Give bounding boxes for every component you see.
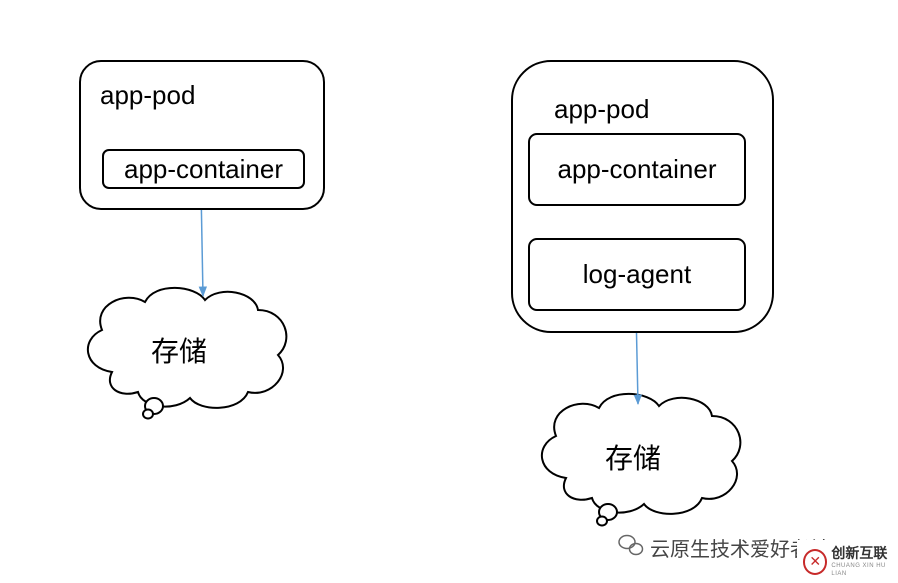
logo-mark-icon: ✕	[803, 548, 828, 575]
right-app-container: app-container	[528, 133, 746, 206]
left-container-label: app-container	[124, 153, 283, 184]
right-storage-label: 存储	[605, 442, 662, 475]
thought-bubble-left-small	[142, 408, 154, 420]
right-container-label: app-container	[557, 154, 717, 184]
thought-bubble-right-small	[596, 515, 608, 527]
log-agent-box: log-agent	[528, 238, 746, 311]
logo-english-text: CHUANG XIN HU LIAN	[831, 562, 886, 577]
left-pod-label: app-pod	[100, 80, 196, 110]
right-pod-label: app-pod	[554, 94, 650, 124]
log-agent-label: log-agent	[582, 259, 692, 289]
left-storage-label: 存储	[151, 335, 208, 368]
right-app-pod: app-pod app-container log-agent	[511, 60, 774, 333]
storage-cloud-right	[540, 392, 742, 515]
site-logo: ✕ 创新互联 CHUANG XIN HU LIAN	[797, 540, 898, 583]
storage-cloud-left	[86, 286, 288, 409]
left-app-container: app-container	[102, 149, 305, 189]
logo-chinese-text: 创新互联	[831, 545, 888, 562]
left-app-pod: app-pod app-container	[79, 60, 325, 210]
